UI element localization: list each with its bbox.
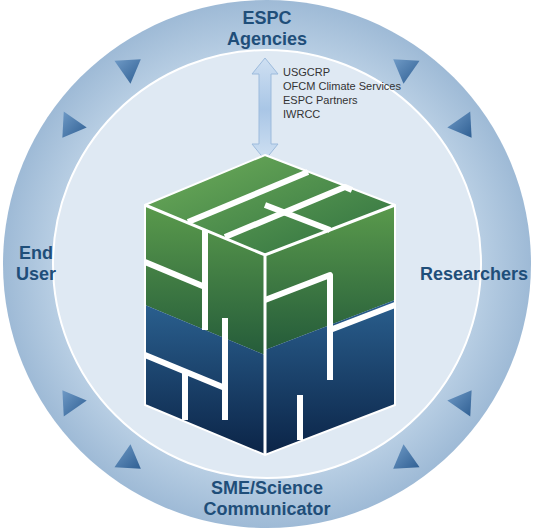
- cube-illustration: [145, 155, 395, 455]
- cycle-arrowhead: [114, 59, 140, 83]
- ring-label: SME/Science Communicator: [167, 478, 367, 520]
- cycle-arrowhead: [447, 111, 471, 137]
- member-label: ESPC Partners: [283, 94, 358, 107]
- inner-disc: [53, 50, 481, 478]
- ring-label: Researchers: [418, 264, 530, 285]
- cycle-arrowhead: [62, 111, 86, 137]
- cycle-arrowhead: [447, 390, 471, 416]
- outer-ring: [3, 0, 531, 528]
- double-arrow: [252, 58, 278, 160]
- ring-label: End User: [6, 243, 66, 285]
- ring-label: ESPC Agencies: [207, 8, 327, 50]
- member-label: OFCM Climate Services: [283, 80, 401, 93]
- member-label: USGCRP: [283, 66, 330, 79]
- cycle-arrowhead: [114, 444, 140, 468]
- cycle-arrowhead: [62, 390, 86, 416]
- member-label: IWRCC: [283, 108, 320, 121]
- cycle-arrowhead: [393, 444, 419, 468]
